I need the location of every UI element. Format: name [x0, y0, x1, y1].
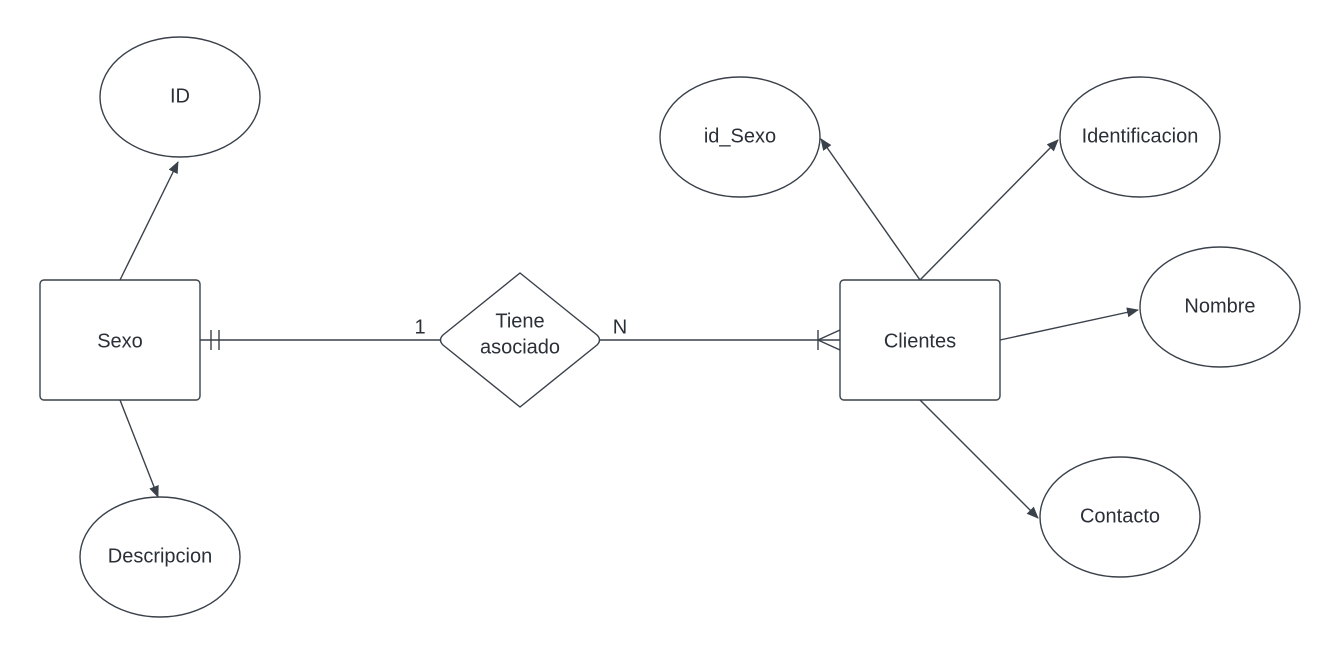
- cardinality-right: N: [613, 316, 627, 338]
- entity-sexo-label: Sexo: [97, 330, 143, 352]
- cardinality-left: 1: [414, 316, 425, 338]
- attribute-id-label: ID: [170, 85, 190, 107]
- attribute-nombre[interactable]: Nombre: [1139, 246, 1301, 368]
- one-mandatory-marker: [210, 330, 220, 350]
- attribute-contacto-label: Contacto: [1080, 505, 1160, 527]
- edge-sexo-descripcion: [119, 399, 159, 498]
- edge-clientes-id-sexo: [820, 138, 921, 281]
- entity-clientes[interactable]: Clientes: [839, 279, 1001, 401]
- relationship-label-line2: asociado: [480, 336, 560, 358]
- attribute-descripcion-label: Descripcion: [108, 545, 212, 567]
- edge-clientes-identificacion: [919, 139, 1059, 281]
- many-marker: [817, 329, 841, 351]
- attribute-identificacion-label: Identificacion: [1082, 125, 1199, 147]
- attribute-contacto[interactable]: Contacto: [1039, 456, 1201, 578]
- edge-clientes-contacto: [919, 399, 1039, 519]
- attribute-id-sexo-label: id_Sexo: [704, 125, 776, 147]
- edge-sexo-id: [119, 161, 179, 281]
- attribute-id[interactable]: ID: [99, 36, 261, 158]
- attribute-descripcion[interactable]: Descripcion: [79, 496, 241, 618]
- attribute-nombre-label: Nombre: [1184, 295, 1255, 317]
- attribute-id-sexo[interactable]: id_Sexo: [659, 76, 821, 198]
- relationship-tiene-asociado[interactable]: Tiene asociado: [439, 272, 601, 408]
- edge-clientes-nombre: [999, 307, 1139, 341]
- entity-clientes-label: Clientes: [884, 330, 956, 352]
- relationship-label-line1: Tiene: [495, 310, 544, 332]
- entity-sexo[interactable]: Sexo: [39, 279, 201, 401]
- attribute-identificacion[interactable]: Identificacion: [1059, 76, 1221, 198]
